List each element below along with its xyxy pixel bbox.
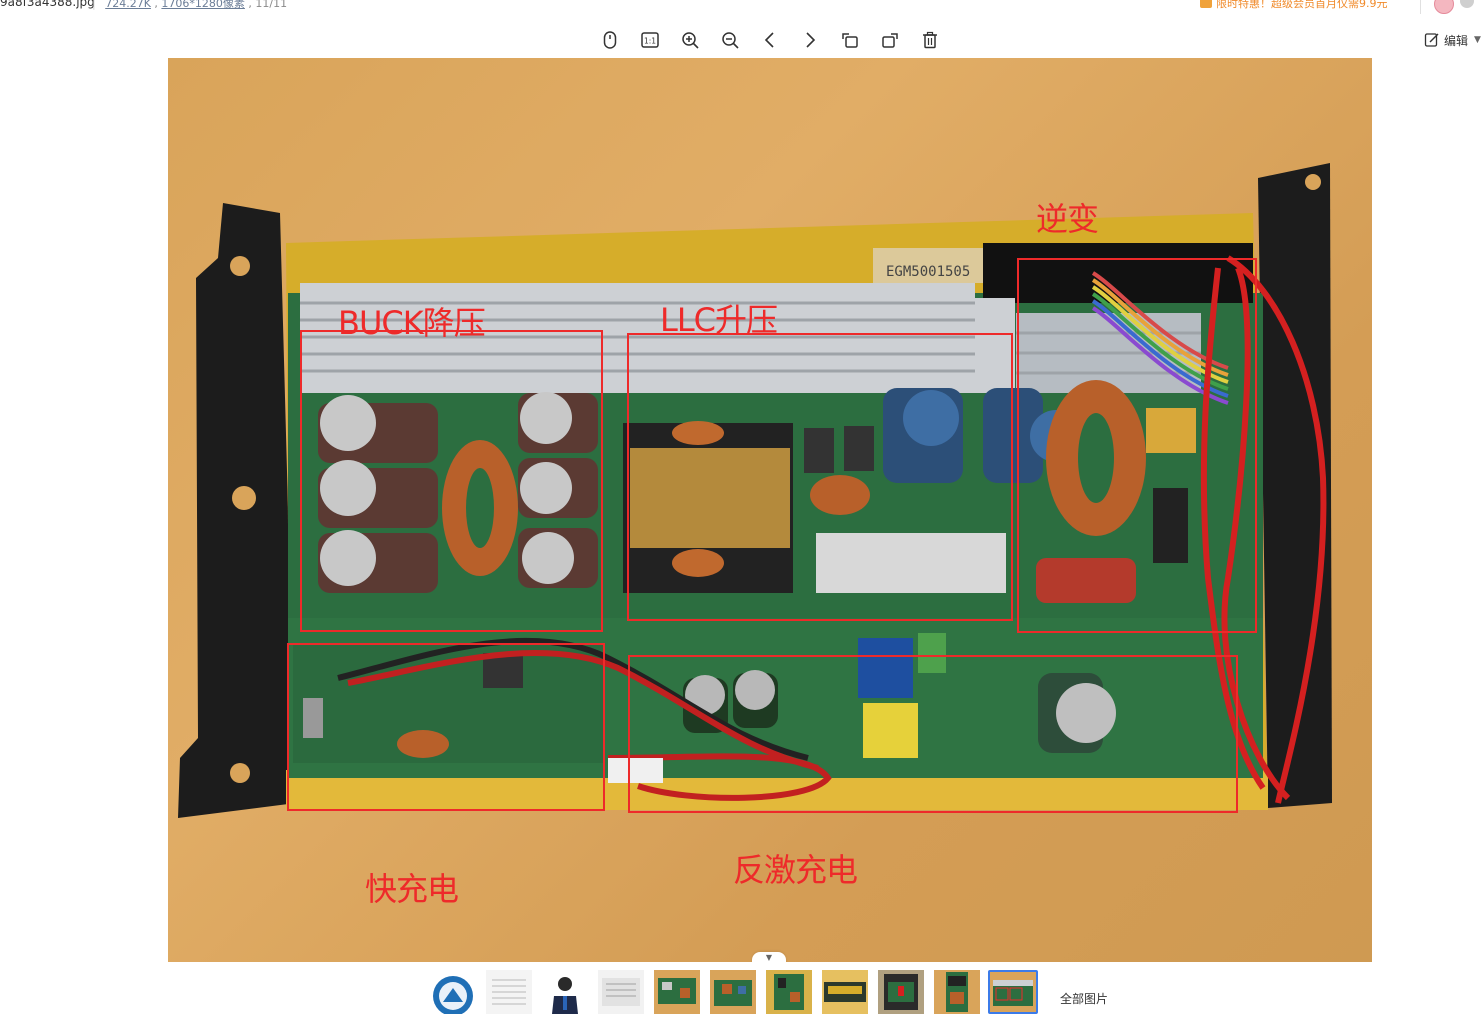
megaphone-icon bbox=[1200, 0, 1212, 8]
edit-button[interactable]: 编辑 ▼ bbox=[1424, 30, 1481, 50]
actual-size-icon: 1:1 bbox=[641, 32, 659, 48]
rotate-right-button[interactable] bbox=[877, 28, 903, 52]
chevron-down-icon: ▼ bbox=[765, 953, 773, 962]
next-icon bbox=[806, 32, 816, 48]
edit-label: 编辑 bbox=[1444, 33, 1469, 48]
image-counter: 11/11 bbox=[255, 0, 288, 10]
account-menu-icon[interactable] bbox=[1460, 0, 1474, 8]
delete-button[interactable] bbox=[917, 28, 943, 52]
comma: , bbox=[154, 0, 158, 10]
fast-charge-label: 快充电 bbox=[365, 870, 459, 908]
filmstrip: 全部图片 bbox=[0, 962, 1484, 1014]
file-meta: | 724.27K , 1706*1280像素 , 11/11 bbox=[92, 0, 287, 11]
delete-icon bbox=[923, 31, 937, 49]
buck-label: BUCK降压 bbox=[338, 304, 486, 342]
zoom-out-button[interactable] bbox=[717, 28, 743, 52]
inverter-label: 逆变 bbox=[1036, 200, 1099, 238]
flyback-label: 反激充电 bbox=[733, 851, 858, 889]
promo-text: 限时特惠！超级会员首月仅需9.9元 bbox=[1216, 0, 1388, 10]
divider: | bbox=[92, 0, 96, 10]
file-info-bar: 9a8f3a4388.jpg | 724.27K , 1706*1280像素 ,… bbox=[0, 0, 1484, 20]
pcb-photo: EGM5001505 bbox=[178, 163, 1332, 818]
promo-banner[interactable]: 限时特惠！超级会员首月仅需9.9元 bbox=[1200, 0, 1388, 11]
filmstrip-toggle[interactable]: ▼ bbox=[752, 952, 786, 964]
thumbnail[interactable] bbox=[934, 970, 980, 1014]
dimensions-link[interactable]: 1706*1280像素 bbox=[161, 0, 245, 10]
divider bbox=[1420, 0, 1421, 14]
thumbnail[interactable] bbox=[598, 970, 644, 1014]
previous-icon bbox=[764, 32, 774, 48]
rotate-left-button[interactable] bbox=[837, 28, 863, 52]
mouse-wheel-icon bbox=[603, 31, 617, 49]
edit-icon bbox=[1424, 33, 1439, 47]
file-name: 9a8f3a4388.jpg bbox=[0, 0, 95, 9]
llc-region-box bbox=[627, 333, 1013, 621]
chevron-down-icon[interactable]: ▼ bbox=[1474, 35, 1481, 45]
photo-viewport[interactable]: EGM5001505 bbox=[168, 58, 1372, 962]
thumbnail[interactable] bbox=[654, 970, 700, 1014]
inverter-region-box bbox=[1017, 258, 1257, 633]
rotate-right-icon bbox=[882, 33, 898, 48]
fast-charge-region-box bbox=[287, 643, 605, 811]
flyback-region-box bbox=[628, 655, 1238, 813]
zoom-in-button[interactable] bbox=[677, 28, 703, 52]
file-size-link[interactable]: 724.27K bbox=[105, 0, 151, 10]
thumbnail[interactable] bbox=[878, 970, 924, 1014]
thumbnail-active[interactable] bbox=[988, 970, 1038, 1014]
thumbnail[interactable] bbox=[430, 970, 476, 1014]
board-label: EGM5001505 bbox=[886, 264, 970, 280]
thumbnail[interactable] bbox=[766, 970, 812, 1014]
llc-label: LLC升压 bbox=[660, 301, 778, 339]
thumbnail[interactable] bbox=[542, 970, 588, 1014]
previous-button[interactable] bbox=[757, 28, 783, 52]
zoom-out-icon bbox=[722, 32, 739, 49]
all-photos-link[interactable]: 全部图片 bbox=[1060, 992, 1109, 1006]
thumbnail[interactable] bbox=[822, 970, 868, 1014]
comma: , bbox=[248, 0, 256, 10]
zoom-in-icon bbox=[682, 32, 699, 49]
actual-size-label: 1:1 bbox=[644, 37, 656, 46]
next-button[interactable] bbox=[797, 28, 823, 52]
rotate-left-icon bbox=[842, 33, 858, 48]
buck-region-box bbox=[300, 330, 603, 632]
mouse-wheel-button[interactable] bbox=[597, 28, 623, 52]
thumbnail[interactable] bbox=[710, 970, 756, 1014]
actual-size-button[interactable]: 1:1 bbox=[637, 28, 663, 52]
user-avatar[interactable] bbox=[1434, 0, 1454, 14]
thumbnail[interactable] bbox=[486, 970, 532, 1014]
